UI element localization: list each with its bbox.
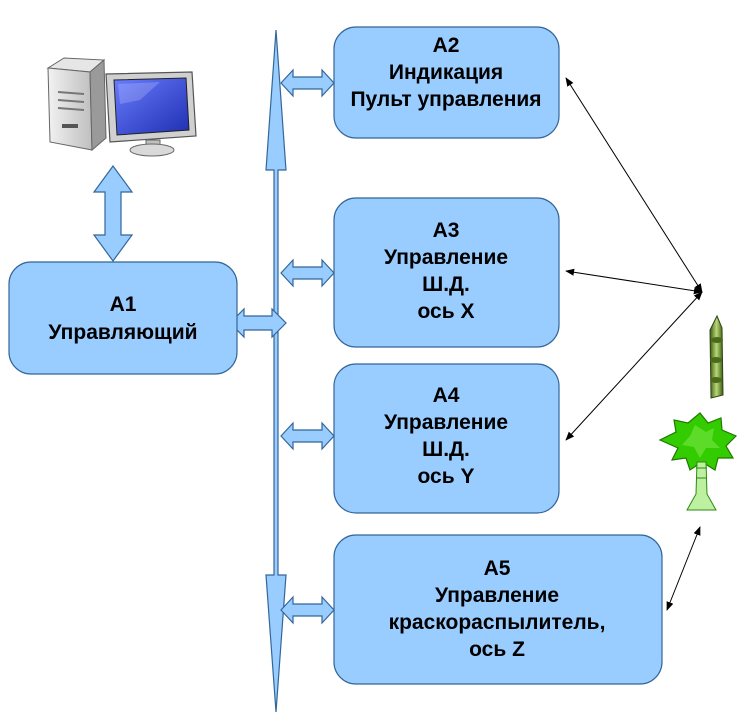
block-a1: A1 Управляющий (8, 261, 238, 375)
feedback-line-a2 (565, 77, 703, 293)
block-a2-line1: Индикация (389, 61, 503, 84)
block-a2-line2: Пульт управления (350, 88, 541, 111)
block-a4-line1: Управление (384, 411, 508, 434)
block-a2: A2 Индикация Пульт управления (333, 26, 560, 139)
feedback-line-a3 (565, 268, 703, 295)
block-a5-line1: Управление (435, 584, 559, 607)
bus-connector-a4 (280, 421, 335, 451)
block-a5: A5 Управление краскораспылитель, ось Z (333, 534, 663, 685)
bus-connector-a5 (280, 595, 335, 625)
system-bus (265, 29, 287, 713)
block-a3-line2: Ш.Д. (422, 273, 470, 296)
feedback-line-a4 (565, 291, 703, 441)
block-a5-line3: ось Z (469, 638, 525, 661)
bus-connector-a3 (280, 258, 335, 288)
block-a5-code: A5 (484, 557, 511, 580)
block-a5-line2: краскораспылитель, (389, 611, 606, 634)
bus-connector-a1 (229, 307, 287, 339)
feedback-lines (565, 77, 703, 611)
feedback-line-a5 (666, 526, 701, 611)
block-a3-line1: Управление (384, 246, 508, 269)
block-a2-code: A2 (433, 34, 460, 57)
block-a3-code: A3 (433, 219, 460, 242)
block-a1-code: A1 (110, 293, 137, 316)
block-a4: A4 Управление Ш.Д. ось Y (333, 363, 560, 514)
block-a3-line3: ось X (418, 300, 475, 323)
bus-connector-a2 (280, 68, 335, 98)
block-a1-title: Управляющий (48, 321, 197, 344)
block-a4-code: A4 (433, 384, 460, 407)
block-a3: A3 Управление Ш.Д. ось X (333, 197, 560, 348)
computer-a1-arrow (92, 164, 134, 263)
spray-gun-tree-icon (658, 314, 738, 511)
block-a4-line3: ось Y (418, 465, 475, 488)
desktop-computer-icon (46, 57, 197, 157)
block-a4-line2: Ш.Д. (422, 438, 470, 461)
